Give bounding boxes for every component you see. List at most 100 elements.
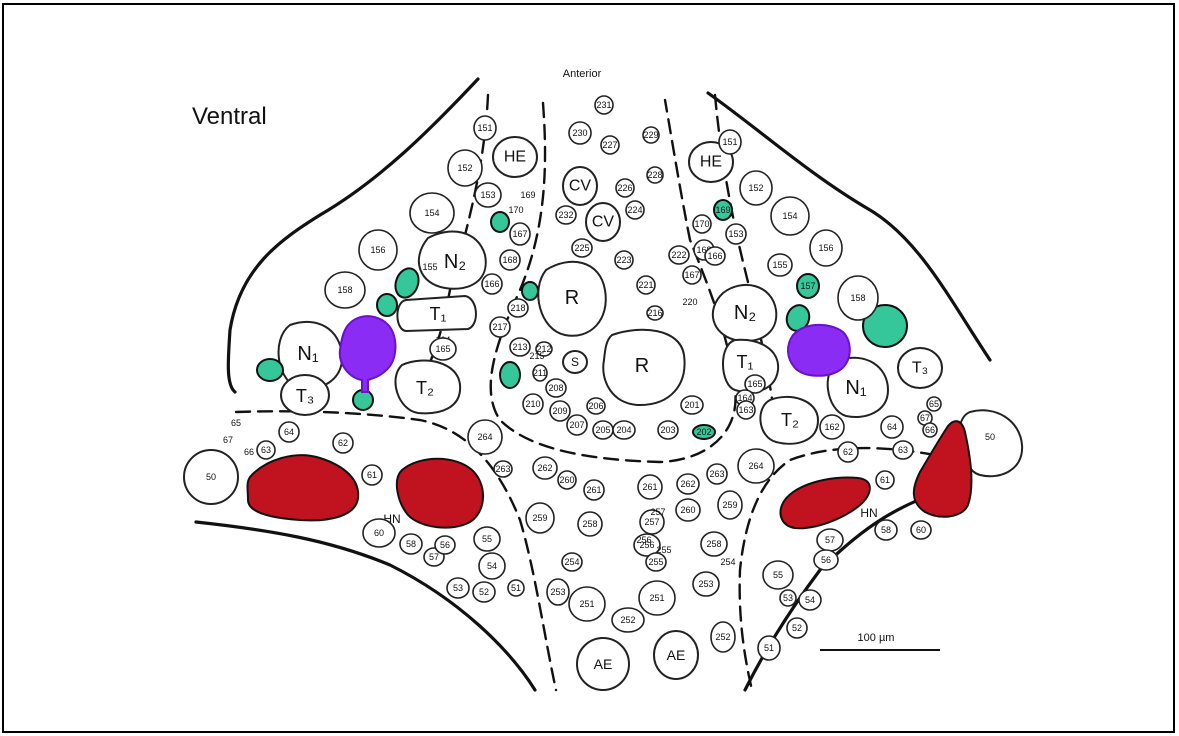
cell-label-167: 167 <box>684 270 699 280</box>
cell-label-154: 154 <box>782 211 797 221</box>
cell-label-220: 220 <box>682 297 697 307</box>
cell-label-169: 169 <box>520 190 535 200</box>
cell-label-62: 62 <box>843 447 853 457</box>
cell-label-158: 158 <box>850 293 865 303</box>
cell-label-56: 56 <box>821 555 831 565</box>
green-cell-215 <box>500 362 520 388</box>
cell-label-158: 158 <box>337 285 352 295</box>
cell-label-65: 65 <box>231 418 241 428</box>
cell-label-264: 264 <box>748 461 763 471</box>
green-cell-155-left-a <box>392 265 423 301</box>
label-r-upper: R <box>565 287 579 309</box>
scale-bar-label: 100 µm <box>858 632 895 644</box>
anterior-label: Anterior <box>563 68 602 80</box>
cell-label-63: 63 <box>898 445 908 455</box>
cell-label-51: 51 <box>511 583 521 593</box>
label-hn-right: HN <box>860 506 877 520</box>
label-ae-left: AE <box>594 656 613 672</box>
cell-label-57: 57 <box>429 552 439 562</box>
label-t2-left: T₂ <box>416 378 434 398</box>
cell-label-204: 204 <box>616 425 631 435</box>
cell-label-252: 252 <box>620 615 635 625</box>
cell-label-53: 53 <box>783 593 793 603</box>
cell-label-264: 264 <box>477 432 492 442</box>
label-t2-right: T₂ <box>781 410 799 430</box>
cell-label-211: 211 <box>533 368 547 378</box>
cell-label-262: 262 <box>680 479 695 489</box>
cell-label-223: 223 <box>616 255 631 265</box>
cell-label-67: 67 <box>223 435 233 445</box>
cell-label-170: 170 <box>694 219 709 229</box>
cell-label-256: 256 <box>636 535 651 545</box>
cell-label-60: 60 <box>916 525 926 535</box>
cell-label-51: 51 <box>764 643 774 653</box>
label-t1-right: T₁ <box>736 352 753 372</box>
cell-label-201: 201 <box>684 400 699 410</box>
cell-label-66: 66 <box>244 447 254 457</box>
cell-label-217: 217 <box>492 322 507 332</box>
cell-label-52: 52 <box>792 623 802 633</box>
label-he-left: HE <box>504 149 526 166</box>
cell-label-154: 154 <box>424 208 439 218</box>
cell-label-210: 210 <box>525 399 540 409</box>
cell-label-162: 162 <box>824 422 839 432</box>
cell-label-166: 166 <box>707 251 722 261</box>
cell-label-202: 202 <box>696 427 711 437</box>
cell-label-53: 53 <box>453 583 463 593</box>
cell-label-151: 151 <box>477 123 492 133</box>
cell-label-60: 60 <box>374 528 384 538</box>
cell-label-232: 232 <box>558 210 573 220</box>
cell-label-255: 255 <box>656 545 671 555</box>
cell-label-251: 251 <box>579 599 594 609</box>
cell-label-259: 259 <box>722 500 737 510</box>
label-s: S <box>571 355 579 369</box>
cell-label-257: 257 <box>650 507 665 517</box>
cell-label-56: 56 <box>440 540 450 550</box>
cell-label-222: 222 <box>671 250 686 260</box>
cell-label-57: 57 <box>825 535 835 545</box>
label-n2-right: N₂ <box>734 302 756 324</box>
cell-label-66: 66 <box>925 425 935 435</box>
cell-label-168: 168 <box>502 255 517 265</box>
cell-label-151: 151 <box>722 137 737 147</box>
cell-label-226: 226 <box>617 183 632 193</box>
label-t3-left: T₃ <box>296 386 314 406</box>
green-cell-n1-left <box>257 359 283 381</box>
cell-label-262: 262 <box>537 463 552 473</box>
cell-label-208: 208 <box>548 383 563 393</box>
cell-label-58: 58 <box>406 539 416 549</box>
red-cell-right-outer <box>914 421 972 517</box>
cell-label-157: 157 <box>800 281 815 291</box>
cell-label-61: 61 <box>880 475 890 485</box>
cell-label-207: 207 <box>569 420 584 430</box>
cell-label-216: 216 <box>647 308 662 318</box>
cell-label-166: 166 <box>484 279 499 289</box>
cell-label-254: 254 <box>720 557 735 567</box>
cell-label-52: 52 <box>479 587 489 597</box>
cell-label-63: 63 <box>261 445 271 455</box>
cell-label-258: 258 <box>582 519 597 529</box>
cell-label-258: 258 <box>706 539 721 549</box>
green-cell-155-left-b <box>377 294 397 316</box>
label-ae-right: AE <box>667 647 686 663</box>
cell-label-231: 231 <box>596 100 611 110</box>
cell-label-213: 213 <box>512 342 527 352</box>
cell-label-163: 163 <box>738 405 753 415</box>
cell-label-54: 54 <box>805 595 815 605</box>
cell-label-260: 260 <box>680 505 695 515</box>
green-cell-218 <box>522 282 538 300</box>
label-t1-left: T₁ <box>429 304 446 324</box>
cell-label-227: 227 <box>602 140 617 150</box>
label-cv-top: CV <box>569 178 592 195</box>
cell-label-54: 54 <box>487 561 497 571</box>
cell-label-55: 55 <box>482 534 492 544</box>
cell-label-152: 152 <box>457 163 472 173</box>
lower-left-boundary <box>236 411 556 690</box>
cell-label-156: 156 <box>370 245 385 255</box>
purple-cell-right <box>788 325 850 376</box>
cell-label-205: 205 <box>595 425 610 435</box>
cell-label-228: 228 <box>647 170 662 180</box>
cell-label-263: 263 <box>709 469 724 479</box>
cell-label-170: 170 <box>508 205 523 215</box>
